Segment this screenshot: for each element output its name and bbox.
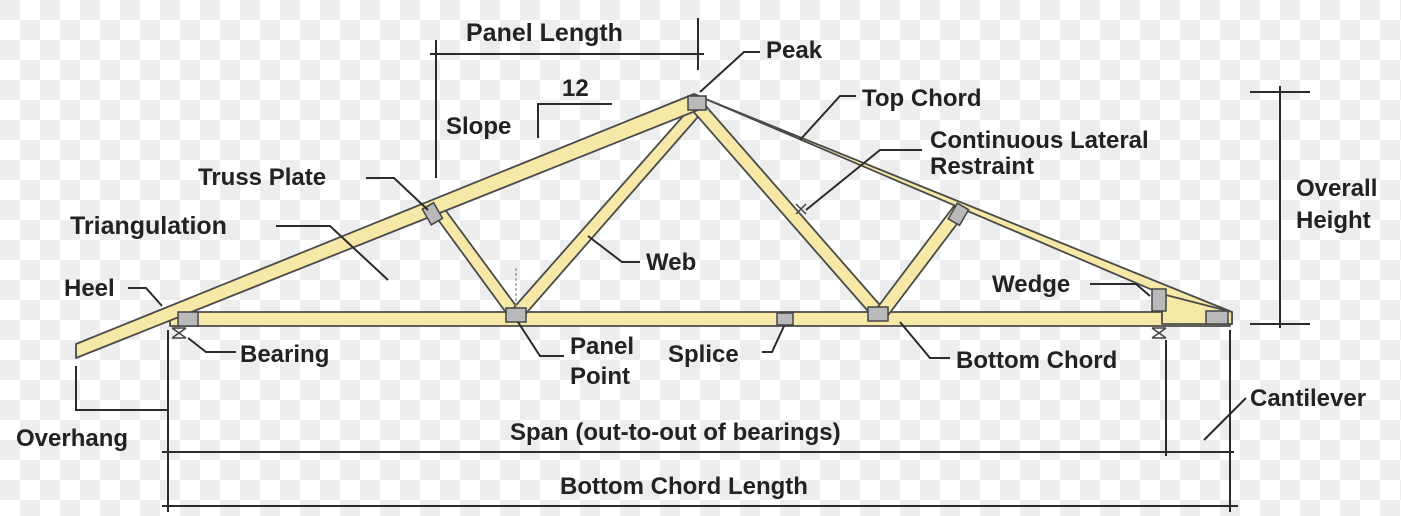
panel-point-label-line1: Panel: [570, 333, 634, 360]
panel-point-plate-left: [505, 307, 527, 323]
cantilever-leader: [1203, 397, 1247, 441]
splice-label: Splice: [668, 341, 739, 368]
heel-leader: [128, 287, 163, 307]
overall-height-label-line1: Overall: [1296, 175, 1377, 202]
right-heel-plate: [1205, 310, 1229, 325]
truss-plate-upper-right: [947, 202, 970, 227]
peak-plate: [687, 95, 707, 111]
bearing-leader: [187, 337, 236, 353]
slope-indicator: [537, 103, 612, 138]
truss-plate-label: Truss Plate: [198, 164, 326, 191]
overhang-label: Overhang: [16, 425, 128, 452]
heel-plate: [177, 311, 199, 327]
slope-label: Slope: [446, 113, 511, 140]
cantilever-label: Cantilever: [1250, 385, 1366, 412]
bottom-chord-length-label: Bottom Chord Length: [560, 473, 808, 500]
heel-label: Heel: [64, 275, 115, 302]
dimension-lines: [75, 18, 1310, 512]
lateral-restraint-leader: [805, 149, 922, 211]
truss-plate-leader: [366, 177, 429, 211]
top-chord-leader: [799, 95, 856, 141]
overhang-dimension: [75, 366, 168, 411]
panel-point-label-line2: Point: [570, 363, 630, 390]
leader-lines: [128, 51, 1247, 441]
panel-length-label: Panel Length: [466, 19, 623, 47]
panel-point-leader: [517, 321, 564, 357]
overall-height-label-line2: Height: [1296, 207, 1371, 234]
splice-leader: [762, 325, 785, 353]
wedge-leader: [1090, 283, 1151, 297]
lateral-restraint-label-line1: Continuous Lateral: [930, 127, 1149, 154]
wedge-label: Wedge: [992, 271, 1070, 298]
slope-rise-label: 12: [562, 75, 589, 102]
bearing-label: Bearing: [240, 341, 329, 368]
peak-leader: [699, 51, 760, 93]
bearing-symbol-left: [171, 327, 187, 339]
bearing-symbol-right: [1151, 327, 1167, 339]
panel-point-plate-right: [867, 306, 889, 322]
peak-label: Peak: [766, 37, 823, 64]
lateral-restraint-marker: [795, 203, 807, 215]
triangulation-leader: [276, 225, 389, 281]
truss-members: [75, 93, 1233, 359]
labels: Panel Length Peak 12 Slope Top Chord Con…: [16, 19, 1377, 500]
bottom-chord: [169, 311, 1231, 327]
wedge-plate: [1151, 288, 1167, 312]
splice-plate: [776, 312, 794, 326]
triangulation-label: Triangulation: [70, 212, 227, 240]
bearing-symbols: [171, 327, 1167, 339]
bottom-chord-leader: [899, 321, 950, 359]
top-chord-label: Top Chord: [862, 85, 982, 112]
span-label: Span (out-to-out of bearings): [510, 419, 841, 446]
web-leader: [587, 235, 640, 263]
lateral-restraint-label-line2: Restraint: [930, 153, 1034, 180]
truss-plates: [177, 95, 1229, 327]
bottom-chord-label: Bottom Chord: [956, 347, 1117, 374]
web-label: Web: [646, 249, 696, 276]
